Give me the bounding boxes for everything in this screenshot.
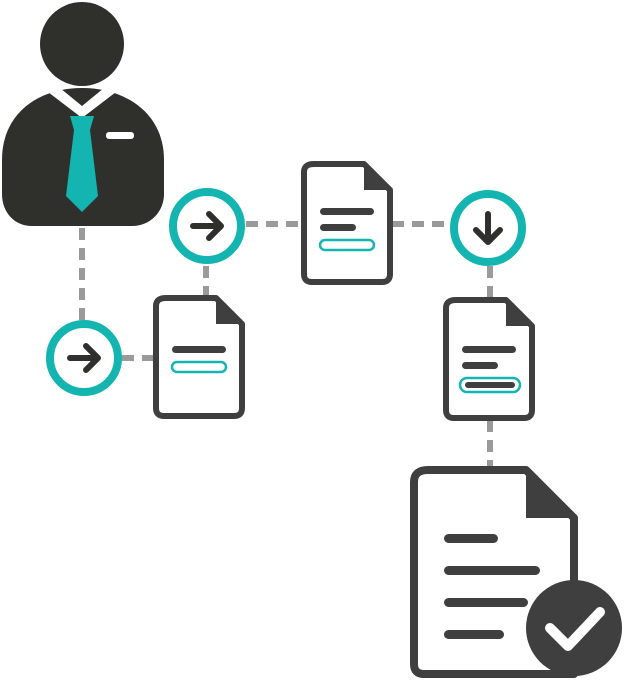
- step-3-arrow-down-circle-icon: [450, 190, 526, 266]
- doc-approved-document-check-icon: [410, 466, 622, 678]
- businessman-icon: [2, 2, 164, 226]
- step-2-arrow-right-circle-icon: [169, 188, 245, 264]
- connectors: [79, 221, 493, 468]
- doc-2-document-icon: [301, 161, 393, 285]
- doc-1-document-icon: [153, 295, 245, 419]
- doc-3-document-icon: [443, 297, 535, 421]
- check-badge-icon: [526, 580, 622, 676]
- step-1-arrow-right-circle-icon: [46, 320, 122, 396]
